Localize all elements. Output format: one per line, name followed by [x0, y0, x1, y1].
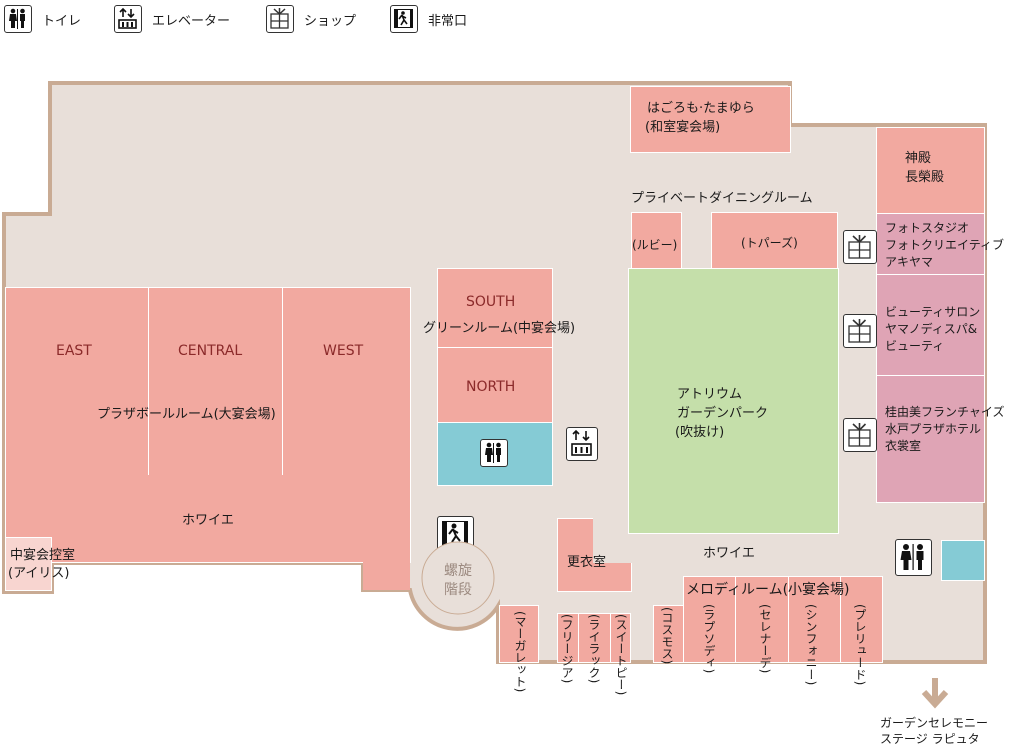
shop-icon: [843, 418, 877, 452]
legend-label: トイレ: [42, 13, 82, 29]
room-symphony[interactable]: [788, 576, 841, 663]
room-label: (コスモス): [660, 607, 674, 665]
room-label: (アイリス): [8, 566, 70, 581]
melody-room-label: メロディルーム(小宴会場): [686, 582, 850, 598]
room-label: (マーガレット): [513, 611, 527, 693]
room-east[interactable]: EAST: [5, 287, 149, 476]
legend-label: ショップ: [304, 13, 357, 29]
room-topaz[interactable]: (トパーズ): [711, 212, 838, 269]
room-margaret[interactable]: [499, 605, 539, 663]
room-label: (スイートピー): [614, 614, 628, 696]
legend-elevator: エレベーター: [114, 5, 230, 33]
room-label: (ライラック): [587, 614, 601, 684]
legend-restroom: トイレ: [4, 5, 81, 33]
direction-label: ステージ ラピュタ: [880, 732, 980, 746]
atrium-label: (吹抜け): [675, 425, 725, 440]
shop-icon: [843, 230, 877, 264]
room-west[interactable]: WEST: [282, 287, 411, 476]
legend-label: エレベーター: [152, 13, 231, 29]
legend-exit: 非常口: [390, 5, 467, 33]
arrow-down-icon: [921, 678, 949, 709]
shop-label: ヤマノディスパ&: [885, 322, 978, 336]
room-label: SOUTH: [466, 294, 516, 310]
foyer-right-label: ホワイエ: [703, 546, 755, 561]
shop-label: 衣裳室: [885, 439, 922, 453]
room-label: (ラプソディ): [702, 604, 716, 674]
room-label: (フリージア): [560, 614, 574, 684]
room-serenade[interactable]: [735, 576, 789, 663]
shop-label: フォトスタジオ: [885, 221, 970, 235]
room-central[interactable]: CENTRAL: [148, 287, 283, 476]
stairs-label: 螺旋: [444, 563, 472, 579]
restroom-icon: [895, 539, 932, 576]
direction-label: ガーデンセレモニー: [880, 716, 989, 730]
foyer-left[interactable]: ホワイエ: [5, 475, 411, 563]
room-shinden[interactable]: 神殿 長榮殿: [876, 127, 985, 214]
room-label: はごろも·たまゆら: [647, 101, 755, 116]
emergency-exit-icon: [390, 5, 418, 33]
room-label: (セレナーデ): [758, 604, 772, 674]
room-label: 長榮殿: [905, 170, 945, 185]
restroom-area: [941, 540, 985, 581]
shop-label: 水戸プラザホテル: [885, 422, 982, 436]
legend-shop: ショップ: [266, 5, 356, 33]
shop-label: ビューティ: [885, 339, 945, 353]
room-label: (和室宴会場): [645, 120, 721, 135]
shop-icon: [843, 314, 877, 348]
room-label: 神殿: [905, 151, 932, 166]
shop-label: アキヤマ: [885, 255, 934, 269]
room-label: EAST: [56, 343, 92, 359]
plaza-ballroom-label: プラザボールルーム(大宴会場): [97, 407, 276, 422]
room-label: WEST: [323, 343, 364, 359]
elevator-icon: [114, 5, 142, 33]
restroom-icon: [4, 5, 32, 33]
shop-icon: [266, 5, 294, 33]
private-dining-label: プライベートダイニングルーム: [631, 191, 813, 206]
room-label: ホワイエ: [182, 513, 234, 528]
room-label: (トパーズ): [741, 236, 798, 250]
legend-label: 非常口: [428, 13, 468, 29]
room-label: (ルビー): [632, 238, 678, 252]
room-label: CENTRAL: [178, 343, 243, 359]
atrium-label: ガーデンパーク: [677, 406, 769, 421]
room-sweetpea[interactable]: [610, 613, 631, 663]
spiral-stairs: [421, 541, 495, 615]
room-label: 中宴会控室: [10, 548, 76, 563]
shop-costume-room[interactable]: 桂由美フランチャイズ 水戸プラザホテル 衣裳室: [876, 375, 1005, 503]
room-lilac[interactable]: [578, 613, 611, 663]
room-dressing-lower: [557, 563, 632, 592]
room-label: 更衣室: [567, 555, 607, 570]
shop-beauty-salon[interactable]: ビューティサロン ヤマノディスパ& ビューティ: [876, 274, 985, 376]
room-label: (プレリュード): [853, 604, 867, 686]
room-prelude[interactable]: [840, 576, 883, 663]
stairs-label: 階段: [444, 582, 472, 598]
room-north[interactable]: NORTH: [437, 347, 553, 423]
room-hagoromo-tamayura[interactable]: はごろも·たまゆら (和室宴会場): [630, 86, 791, 153]
shop-label: 桂由美フランチャイズ: [885, 405, 1005, 419]
room-anteroom-iris[interactable]: [5, 537, 52, 591]
shop-label: フォトクリエイティブ: [885, 238, 1005, 252]
shop-photo-studio[interactable]: フォトスタジオ フォトクリエイティブ アキヤマ: [876, 213, 1004, 275]
atrium-label: アトリウム: [677, 387, 743, 402]
room-ruby[interactable]: (ルビー): [631, 212, 682, 269]
shop-label: ビューティサロン: [885, 305, 981, 319]
elevator-icon: [566, 427, 598, 461]
room-label: (シンフォニー): [804, 604, 818, 686]
room-label: NORTH: [466, 379, 516, 395]
atrium-garden-park: アトリウム ガーデンパーク (吹抜け): [628, 268, 839, 534]
green-room-label: グリーンルーム(中宴会場): [423, 321, 576, 336]
room-cosmos[interactable]: [653, 605, 684, 663]
restroom-icon: [480, 439, 508, 467]
room-rhapsody[interactable]: [683, 576, 736, 663]
foyer-left-extension: [363, 560, 410, 590]
